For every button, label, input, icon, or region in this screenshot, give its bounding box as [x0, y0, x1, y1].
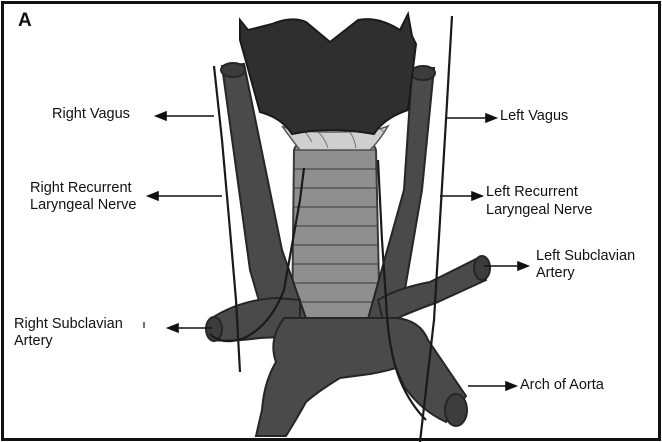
label-left-subclavian-line1: Left Subclavian [536, 248, 635, 265]
label-arch-of-aorta: Arch of Aorta [520, 377, 604, 394]
panel-letter: A [18, 10, 32, 32]
arch-of-aorta [256, 318, 466, 436]
label-right-subclavian-line1: Right Subclavian [14, 316, 123, 333]
label-right-subclavian-line2: Artery [14, 333, 53, 350]
label-left-recurrent-line2: Laryngeal Nerve [486, 202, 592, 219]
label-left-vagus: Left Vagus [500, 108, 568, 125]
label-right-vagus: Right Vagus [52, 106, 130, 123]
label-left-subclavian-line2: Artery [536, 265, 575, 282]
larynx [240, 14, 416, 134]
label-right-recurrent-line2: Laryngeal Nerve [30, 197, 136, 214]
label-right-recurrent-line1: Right Recurrent [30, 180, 132, 197]
label-left-recurrent-line1: Left Recurrent [486, 184, 578, 201]
